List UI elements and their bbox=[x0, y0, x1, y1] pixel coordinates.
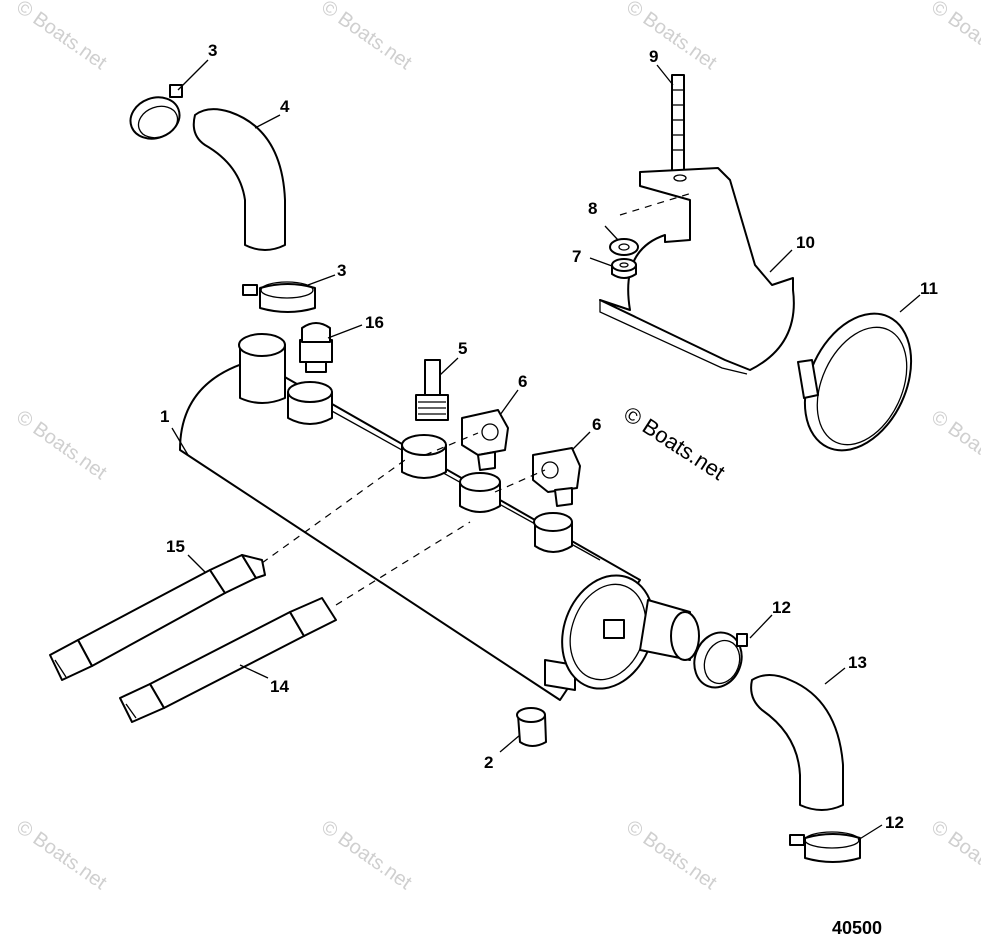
callout-9: 9 bbox=[649, 47, 658, 66]
upper-hose-port bbox=[238, 333, 286, 404]
watermark-2: © Boats.net bbox=[317, 0, 416, 74]
leader-lines bbox=[171, 59, 921, 841]
part-11-band-clamp bbox=[797, 312, 913, 452]
watermark-3: © Boats.net bbox=[622, 0, 721, 74]
part-2-plug bbox=[516, 707, 547, 747]
callout-12-lower: 12 bbox=[885, 813, 904, 832]
part-10-bracket bbox=[599, 167, 795, 375]
part-8-washer bbox=[609, 238, 639, 256]
watermark-7: © Boats.net bbox=[927, 406, 981, 484]
part-13-hose bbox=[750, 674, 844, 811]
callout-7: 7 bbox=[572, 247, 581, 266]
callout-3-lower: 3 bbox=[337, 261, 346, 280]
callout-2: 2 bbox=[484, 753, 493, 772]
diagram-reference-number: 40500 bbox=[832, 918, 882, 938]
watermark-9: © Boats.net bbox=[317, 816, 416, 894]
part-14-hose bbox=[119, 597, 337, 723]
callout-15: 15 bbox=[166, 537, 185, 556]
callout-1: 1 bbox=[160, 407, 169, 426]
callout-5: 5 bbox=[458, 339, 467, 358]
watermark-4: © Boats.net bbox=[927, 0, 981, 74]
callout-10: 10 bbox=[796, 233, 815, 252]
watermark-11: © Boats.net bbox=[927, 816, 981, 894]
callout-3-upper: 3 bbox=[208, 41, 217, 60]
callout-8: 8 bbox=[588, 199, 597, 218]
part-12-clamp-upper bbox=[693, 631, 748, 689]
watermark-10: © Boats.net bbox=[622, 816, 721, 894]
assembly-lines bbox=[261, 192, 693, 606]
part-4-hose bbox=[192, 108, 286, 251]
part-3-clamp-upper bbox=[129, 84, 183, 140]
callout-6-left: 6 bbox=[518, 372, 527, 391]
watermark-1: © Boats.net bbox=[12, 0, 111, 74]
callout-4: 4 bbox=[280, 97, 290, 116]
part-12-clamp-lower bbox=[789, 831, 861, 863]
part-7-nut bbox=[611, 258, 637, 279]
part-6-elbows bbox=[461, 409, 581, 507]
callout-16: 16 bbox=[365, 313, 384, 332]
callout-12-upper: 12 bbox=[772, 598, 791, 617]
copyright-label: © Boats.net bbox=[619, 401, 729, 485]
watermark-5: © Boats.net bbox=[12, 406, 111, 484]
callout-6-right: 6 bbox=[592, 415, 601, 434]
callout-14: 14 bbox=[270, 677, 289, 696]
part-15-hose bbox=[49, 554, 266, 681]
port-nuts bbox=[287, 381, 573, 553]
part-3-clamp-lower bbox=[242, 281, 316, 313]
callout-numbers: 1 2 3 3 4 5 6 6 7 8 9 10 11 12 12 13 14 … bbox=[160, 41, 938, 832]
callout-11: 11 bbox=[920, 279, 938, 298]
heat-exchanger-body bbox=[179, 359, 700, 701]
callout-13: 13 bbox=[848, 653, 867, 672]
watermark-8: © Boats.net bbox=[12, 816, 111, 894]
part-5-hose-barb bbox=[415, 359, 449, 421]
part-16-fitting bbox=[299, 322, 333, 373]
